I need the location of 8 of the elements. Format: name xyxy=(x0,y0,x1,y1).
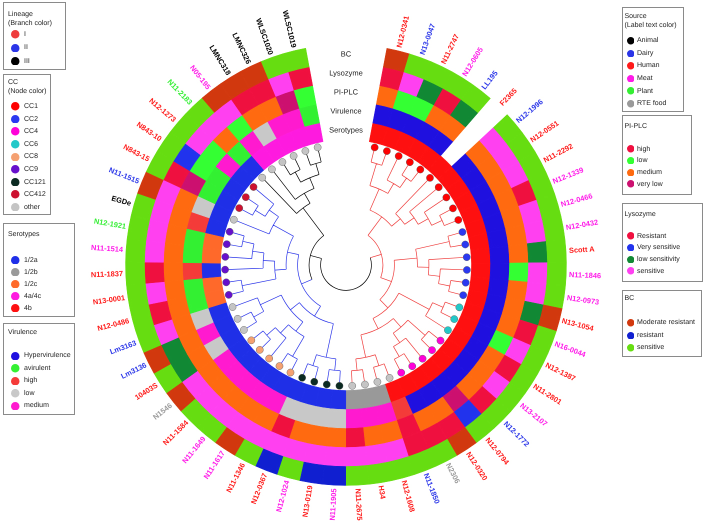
legend-box xyxy=(3,223,75,317)
legend-box xyxy=(622,115,692,195)
legend-box xyxy=(3,323,75,415)
legend-box xyxy=(3,2,66,70)
legend-box xyxy=(3,74,51,215)
legend-box xyxy=(622,290,702,357)
legend-box xyxy=(622,7,684,112)
legend-box xyxy=(622,203,703,282)
